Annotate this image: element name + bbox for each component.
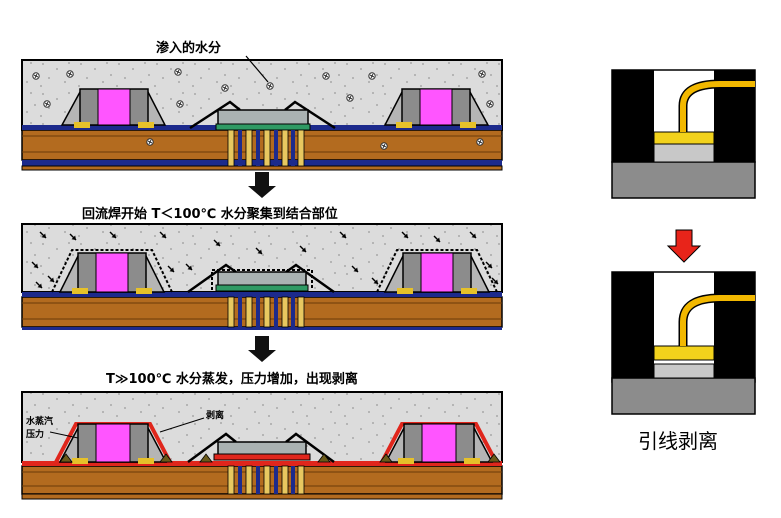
down-arrow-1 [248,172,276,198]
substrate [21,296,503,328]
label-step2: 回流焊开始 T＜100℃ 水分聚集到结合部位 [82,206,338,222]
red-down-arrow [666,229,702,263]
wire-detail-before [611,69,756,199]
label-vapor-pressure: 水蒸汽 压力 [26,415,56,440]
chip [217,441,307,456]
wire-detail-after [611,271,756,415]
label-wire-peel: 引线剥离 [638,429,718,453]
panel-reflow-start [21,223,503,330]
vias [227,129,305,167]
down-arrow-2 [248,336,276,362]
component-die [421,423,457,463]
component-die [420,252,454,293]
substrate [21,129,503,161]
chip [217,109,309,126]
bond-pad [653,345,715,361]
label-moisture-in: 渗入的水分 [156,40,221,56]
component-die [95,252,129,293]
substrate [21,465,503,495]
chip [217,271,307,287]
label-step3: T≫100℃ 水分蒸发，压力增加，出现剥离 [106,371,358,387]
bond-pad [653,131,715,145]
panel-delamination: 水蒸汽 压力 剥离 [21,391,503,500]
component-die [95,423,131,463]
component-die [419,88,453,126]
label-delamination: 剥离 [206,409,224,421]
panel-moisture-absorption: 渗入的水分 [21,40,503,171]
component-die [97,88,131,126]
pressure-bumps [59,453,501,463]
